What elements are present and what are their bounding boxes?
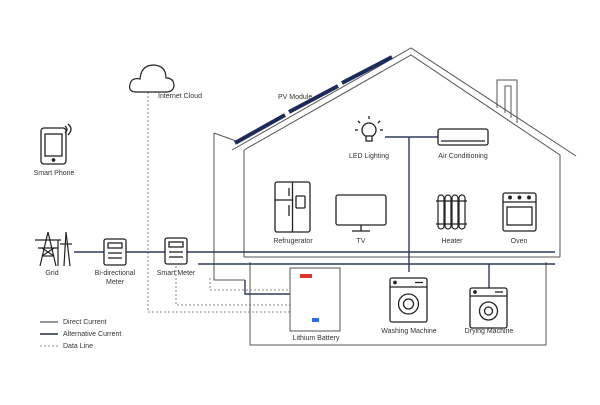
- bidirectional-meter-icon: [103, 238, 127, 266]
- heater-icon: [436, 194, 467, 230]
- pv-module-label: PV Module: [278, 94, 313, 101]
- cloud-icon: [129, 64, 175, 93]
- led-lighting-label: LED Lighting: [348, 153, 390, 160]
- smartphone-icon: [40, 123, 72, 165]
- smart-meter-label: Smart Meter: [156, 270, 196, 277]
- smart-meter-icon: [164, 237, 188, 265]
- bidirectional-meter-label-line2: Meter: [106, 279, 124, 286]
- data-lines: [147, 92, 290, 313]
- grid-label: Grid: [45, 270, 59, 277]
- tv-label: TV: [356, 238, 366, 245]
- oven-icon: [502, 192, 537, 232]
- tv-icon: [335, 194, 387, 232]
- drying-machine-icon: [469, 287, 508, 329]
- legend-direct-current: Direct Current: [63, 319, 107, 326]
- power-tower-icon: [35, 231, 72, 267]
- internet-cloud-label: Internet Cloud: [158, 93, 202, 100]
- drying-machine-label: Drying Machine: [464, 328, 514, 335]
- air-conditioning-label: Air Conditioning: [438, 153, 488, 160]
- smart-phone-label: Smart Phone: [33, 170, 75, 177]
- pv-module-panels: [234, 55, 393, 145]
- house-outline: [213, 47, 577, 346]
- battery-icon: [289, 267, 341, 332]
- bidirectional-meter-label-line1: Bi-directional: [94, 270, 136, 277]
- lithium-battery-label: Lithium Battery: [292, 335, 340, 342]
- air-conditioner-icon: [437, 128, 489, 146]
- refrigerator-icon: [274, 181, 311, 233]
- washing-machine-icon: [389, 277, 428, 323]
- power-lines: [74, 136, 555, 295]
- legend-data-line: Data Line: [63, 343, 93, 350]
- heater-label: Heater: [441, 238, 463, 245]
- light-bulb-icon: [355, 116, 383, 142]
- legend-swatches: [40, 321, 58, 347]
- legend-alternative-current: Alternative Current: [63, 331, 122, 338]
- refrigerator-label: Refrugerator: [273, 238, 313, 245]
- washing-machine-label: Washing Machine: [381, 328, 437, 335]
- oven-label: Oven: [510, 238, 528, 245]
